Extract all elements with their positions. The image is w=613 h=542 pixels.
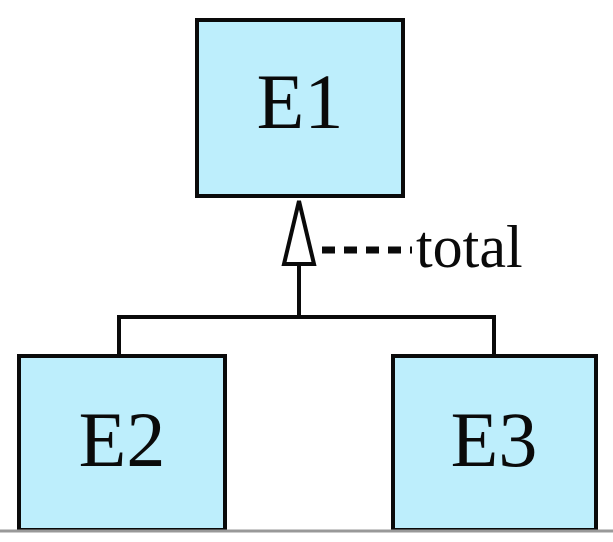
generalization-arrowhead-triangle — [281, 200, 317, 266]
entity-rect-e1 — [195, 18, 405, 198]
entity-rect-e2 — [17, 354, 227, 532]
entity-label-e2: E2 — [79, 396, 166, 483]
entity-label-e1: E1 — [257, 58, 344, 145]
constraint-label-total: total — [416, 214, 523, 280]
entity-label-e3: E3 — [451, 396, 538, 483]
entity-box-e2[interactable]: E2 — [17, 354, 227, 532]
entity-box-e3[interactable]: E3 — [391, 354, 598, 532]
generalization-connector — [117, 263, 496, 357]
entity-box-e1[interactable]: E1 — [195, 18, 405, 198]
